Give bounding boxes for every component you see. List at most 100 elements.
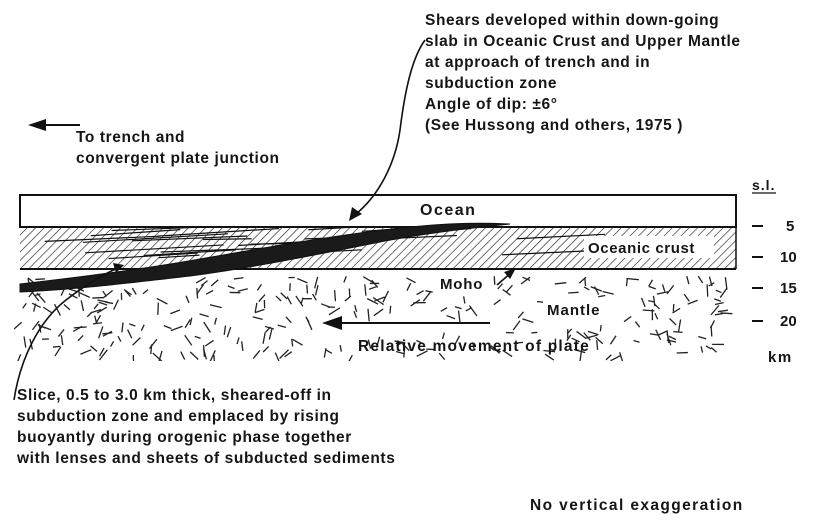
mantle-dash (111, 341, 114, 346)
mantle-dash (649, 286, 656, 288)
mantle-dash (634, 341, 640, 343)
mantle-dash (643, 310, 655, 311)
mantle-dash (513, 321, 520, 330)
tick-label-10: 10 (780, 249, 797, 266)
mantle-dash (329, 308, 340, 315)
mantle-dash (679, 319, 681, 331)
mantle-dash (459, 311, 460, 323)
slice-line-2: subduction zone and emplaced by rising (17, 406, 395, 427)
mantle-dash (78, 335, 83, 340)
mantle-dash (441, 308, 447, 312)
mantle-dash (224, 326, 225, 335)
mantle-dash (345, 296, 351, 301)
depth-scale: s.l. 5 10 15 20 km (752, 177, 797, 366)
mantle-dash (90, 346, 96, 351)
mantle-dash (55, 347, 61, 356)
mantle-dash (606, 355, 611, 360)
mantle-dash (114, 300, 119, 310)
shears-leader-arrow (349, 40, 425, 221)
mantle-dash (170, 310, 180, 314)
mantle-dash (667, 285, 674, 293)
sea-level-label: s.l. (752, 177, 775, 193)
mantle-dash (588, 331, 599, 334)
mantle-dash (18, 354, 21, 361)
mantle-dash (43, 307, 52, 313)
mantle-dash (286, 317, 291, 323)
mantle-dash (64, 304, 70, 309)
shears-annotation: Shears developed within down-going slab … (425, 10, 741, 136)
shears-line-5: Angle of dip: ±6° (425, 94, 741, 115)
mantle-dash (275, 353, 279, 363)
mantle-dash (600, 325, 601, 331)
mantle-dash (425, 291, 432, 292)
mantle-dash (584, 287, 589, 290)
moho-label: Moho (440, 276, 483, 293)
mantle-dash (204, 322, 211, 332)
mantle-dash (315, 285, 318, 295)
shears-line-3: at approach of trench and in (425, 52, 741, 73)
mantle-dash (494, 276, 495, 285)
mantle-dash (653, 296, 654, 306)
mantle-dash (132, 288, 136, 295)
mantle-dash (190, 318, 192, 325)
mantle-dash (185, 335, 192, 345)
mantle-dash (620, 352, 623, 361)
mantle-dash (335, 290, 336, 301)
relative-movement-arrow (322, 316, 490, 330)
mantle-dash (181, 352, 185, 360)
mantle-dash (673, 332, 682, 333)
mantle-dash (349, 355, 352, 361)
mantle-dash (611, 356, 621, 361)
mantle-dash (466, 308, 472, 311)
mantle-dash (369, 287, 376, 290)
moho-pointer-arrow (497, 268, 516, 285)
mantle-dash (423, 291, 431, 301)
mantle-dash (568, 292, 578, 293)
mantle-dash (670, 318, 677, 325)
mantle-dash (190, 352, 198, 360)
mantle-dash (61, 335, 62, 345)
mantle-label: Mantle (547, 302, 601, 319)
mantle-dash (255, 309, 264, 312)
mantle-dash (555, 283, 567, 284)
mantle-dash (253, 350, 260, 358)
mantle-dash (278, 325, 286, 327)
mantle-dash (23, 303, 27, 308)
mantle-dash (53, 346, 60, 347)
mantle-dash (96, 315, 101, 323)
mantle-dash (143, 290, 148, 294)
trench-arrow (28, 119, 80, 131)
oceanic-crust-label: Oceanic crust (588, 240, 695, 257)
mantle-dash (128, 330, 132, 339)
mantle-dash (650, 334, 658, 335)
mantle-dash (93, 323, 102, 324)
mantle-dash (32, 303, 41, 307)
mantle-dash (35, 279, 45, 280)
mantle-dash (301, 298, 303, 304)
mantle-dash (598, 295, 605, 296)
mantle-dash (242, 341, 243, 351)
mantle-dash (149, 339, 157, 348)
mantle-dash (205, 340, 213, 346)
mantle-dash (257, 284, 261, 290)
mantle-dash (307, 319, 312, 330)
mantle-dash (234, 278, 244, 279)
mantle-dash (206, 290, 213, 294)
mantle-dash (158, 303, 159, 315)
mantle-dash (118, 336, 121, 341)
mantle-dash (711, 325, 712, 336)
trench-line-2: convergent plate junction (76, 148, 280, 169)
mantle-dash (368, 309, 369, 322)
mantle-dash (706, 346, 711, 349)
mantle-dash (626, 278, 638, 279)
mantle-dash (269, 329, 272, 340)
tick-label-20: 20 (780, 313, 797, 330)
tick-label-15: 15 (780, 280, 797, 297)
no-vertical-exaggeration-note: No vertical exaggeration (530, 495, 744, 516)
mantle-dash (344, 276, 346, 282)
mantle-dash (597, 340, 598, 350)
mantle-dash (718, 310, 728, 312)
tick-label-5: 5 (786, 218, 794, 235)
mantle-dash (287, 297, 291, 305)
mantle-dash (263, 346, 268, 352)
